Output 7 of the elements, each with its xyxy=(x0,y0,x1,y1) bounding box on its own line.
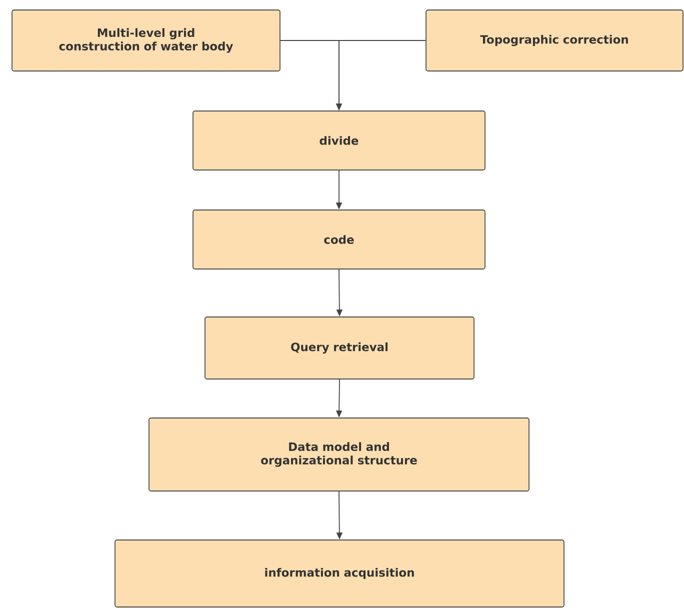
process-box: Data model and organizational structure xyxy=(148,418,530,492)
process-box: code xyxy=(192,210,486,270)
process-box: divide xyxy=(192,110,486,170)
process-box: Topographic correction xyxy=(426,10,684,72)
process-box: information acquisition xyxy=(114,540,564,608)
process-box: Query retrieval xyxy=(204,316,474,380)
process-box: Multi-level grid construction of water body xyxy=(12,10,280,72)
